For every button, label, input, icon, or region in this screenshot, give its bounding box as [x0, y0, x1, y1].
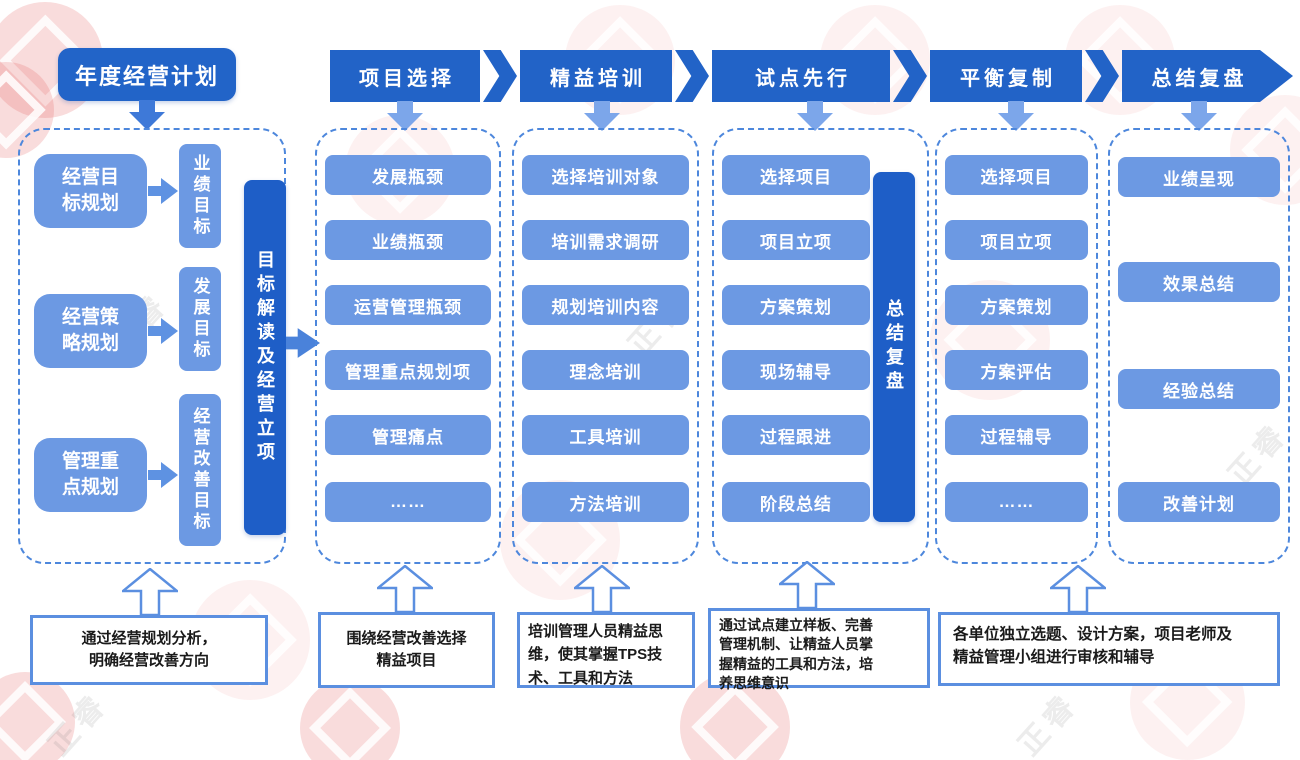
flow-item: 过程跟进 — [722, 415, 870, 455]
up-arrow-icon — [779, 561, 835, 609]
planning-target-box: 业绩目标 — [179, 144, 221, 248]
column-summary-review: 业绩呈现 效果总结 经验总结 改善计划 — [1108, 128, 1290, 564]
column-balanced-replication: 选择项目 项目立项 方案策划 方案评估 过程辅导 …… — [935, 128, 1098, 564]
flow-item: 工具培训 — [522, 415, 689, 455]
chevron-right-icon — [483, 50, 517, 102]
note-planning: 通过经营规划分析， 明确经营改善方向 — [30, 615, 268, 685]
chevron-right-icon — [1085, 50, 1119, 102]
right-arrow-icon — [148, 178, 178, 204]
flow-item: 方案策划 — [722, 285, 870, 325]
flow-item: 发展瓶颈 — [325, 155, 491, 195]
right-arrow-icon — [148, 462, 178, 488]
planning-source-box: 经营目 标规划 — [34, 154, 147, 228]
flow-item: 效果总结 — [1118, 262, 1280, 302]
down-arrow-icon — [1181, 101, 1217, 131]
down-arrow-icon — [584, 101, 620, 131]
flow-item: 选择培训对象 — [522, 155, 689, 195]
down-arrow-icon — [387, 101, 423, 131]
column-pilot-first: 选择项目 项目立项 方案策划 现场辅导 过程跟进 阶段总结 总结复盘 — [712, 128, 929, 564]
up-arrow-icon — [122, 568, 178, 616]
note-lean-training: 培训管理人员精益思 维，使其掌握TPS技 术、工具和方法 — [517, 612, 695, 688]
planning-source-box: 管理重 点规划 — [34, 438, 147, 512]
flow-item: 方案策划 — [945, 285, 1088, 325]
summary-review-bar: 总结复盘 — [873, 172, 915, 522]
flow-item: 阶段总结 — [722, 482, 870, 522]
watermark-logo-circle — [300, 678, 400, 760]
planning-target-box: 经营改善目标 — [179, 394, 221, 546]
up-arrow-icon — [574, 565, 630, 613]
column-project-selection: 发展瓶颈 业绩瓶颈 运营管理瓶颈 管理重点规划项 管理痛点 …… — [315, 128, 501, 564]
column-lean-training: 选择培训对象 培训需求调研 规划培训内容 理念培训 工具培训 方法培训 — [512, 128, 699, 564]
watermark-diamond-icon — [691, 683, 779, 760]
flow-item: 规划培训内容 — [522, 285, 689, 325]
watermark-diamond-icon — [308, 686, 392, 760]
note-balanced-replication: 各单位独立选题、设计方案，项目老师及 精益管理小组进行审核和辅导 — [938, 612, 1280, 686]
flow-item: 管理重点规划项 — [325, 350, 491, 390]
right-arrow-icon — [286, 328, 320, 358]
note-project-selection: 围绕经营改善选择 精益项目 — [318, 612, 495, 688]
flow-item: 业绩瓶颈 — [325, 220, 491, 260]
column-annual-planning: 经营目 标规划 经营策 略规划 管理重 点规划 业绩目标 发展目标 经营改善目标… — [18, 128, 286, 564]
flow-item: 运营管理瓶颈 — [325, 285, 491, 325]
planning-target-box: 发展目标 — [179, 267, 221, 371]
flow-item: 管理痛点 — [325, 415, 491, 455]
down-arrow-icon — [797, 101, 833, 131]
stage-banner-summary-review: 总结复盘 — [1122, 50, 1293, 102]
flow-item: 选择项目 — [945, 155, 1088, 195]
watermark-text: 正睿 — [42, 686, 115, 760]
right-arrow-icon — [148, 318, 178, 344]
up-arrow-icon — [1050, 565, 1106, 613]
flow-item: …… — [945, 482, 1088, 522]
up-arrow-icon — [377, 565, 433, 613]
flow-item: 项目立项 — [945, 220, 1088, 260]
flow-item: 经验总结 — [1118, 369, 1280, 409]
down-arrow-icon — [129, 100, 165, 130]
stage-banner-balanced-replication: 平衡复制 — [930, 50, 1082, 102]
chevron-right-icon — [893, 50, 927, 102]
annual-plan-title: 年度经营计划 — [58, 48, 236, 101]
stage-banner-project-selection: 项目选择 — [330, 50, 480, 102]
goal-interpretation-bar: 目标解读及经营立项 — [244, 180, 286, 535]
note-pilot-first: 通过试点建立样板、完善 管理机制、让精益人员掌 握精益的工具和方法，培 养思维意… — [708, 608, 930, 691]
watermark-logo-circle — [0, 672, 75, 760]
stage-banner-lean-training: 精益培训 — [520, 50, 672, 102]
flow-item: 方法培训 — [522, 482, 689, 522]
flow-item: 项目立项 — [722, 220, 870, 260]
flow-item: 理念培训 — [522, 350, 689, 390]
flow-item: 现场辅导 — [722, 350, 870, 390]
flow-item: 选择项目 — [722, 155, 870, 195]
flow-item: 改善计划 — [1118, 482, 1280, 522]
watermark-diamond-icon — [0, 680, 67, 760]
stage-banner-pilot-first: 试点先行 — [712, 50, 890, 102]
flow-item: 方案评估 — [945, 350, 1088, 390]
flow-item: …… — [325, 482, 491, 522]
down-arrow-icon — [998, 101, 1034, 131]
flow-item: 培训需求调研 — [522, 220, 689, 260]
watermark-text: 正睿 — [1012, 686, 1085, 760]
planning-source-box: 经营策 略规划 — [34, 294, 147, 368]
flow-item: 过程辅导 — [945, 415, 1088, 455]
flow-item: 业绩呈现 — [1118, 157, 1280, 197]
chevron-right-icon — [675, 50, 709, 102]
